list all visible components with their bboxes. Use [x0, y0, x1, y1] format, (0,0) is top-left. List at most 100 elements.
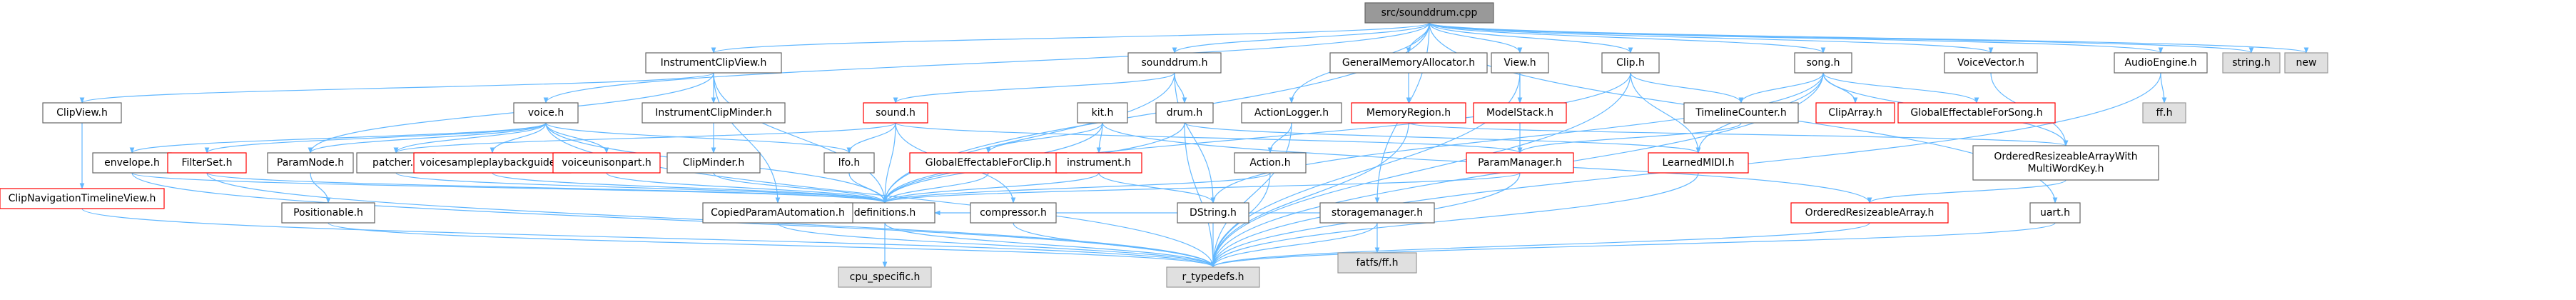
node-voicevector-h[interactable]: VoiceVector.h: [1944, 52, 2038, 74]
node-box: [1055, 152, 1142, 174]
node-box: [413, 152, 572, 174]
node-clipview-h[interactable]: ClipView.h: [42, 102, 122, 124]
node-memoryregion-h[interactable]: MemoryRegion.h: [1351, 102, 1466, 124]
node-globaleffectableforsong-h[interactable]: GlobalEffectableForSong.h: [1897, 102, 2056, 124]
node-label: voice.h: [528, 107, 564, 119]
node-compressor-h[interactable]: compressor.h: [970, 202, 1057, 224]
node-instrumentclipminder-h[interactable]: InstrumentClipMinder.h: [642, 102, 786, 124]
node-gefxclip-h[interactable]: GlobalEffectableForClip.h: [909, 152, 1068, 174]
node-ff-h[interactable]: ff.h: [2142, 102, 2186, 124]
node-box: [0, 188, 165, 209]
node-copiedparam-h[interactable]: CopiedParamAutomation.h: [702, 202, 853, 224]
node-label: fatfs/ff.h: [1357, 257, 1399, 269]
node-uart-h[interactable]: uart.h: [2029, 202, 2081, 224]
node-dstring-h[interactable]: DString.h: [1177, 202, 1249, 224]
edge-clip_h-to-learnedmidi_h: [1630, 72, 1701, 154]
edge-voiceunisonpart_h-to-definitions_h: [606, 172, 888, 204]
node-view-h[interactable]: View.h: [1491, 52, 1549, 74]
node-label: Positionable.h: [293, 207, 363, 219]
node-audioengine-h[interactable]: AudioEngine.h: [2114, 52, 2208, 74]
edge-filterset_h-to-definitions_h: [206, 172, 888, 204]
node-action-h[interactable]: Action.h: [1234, 152, 1307, 174]
node-paramnode-h[interactable]: ParamNode.h: [267, 152, 354, 174]
edge-gefxclip_h-to-definitions_h: [882, 172, 989, 204]
edge-drum_h-to-learnedmidi_h: [1184, 122, 1701, 154]
node-clipminder-h[interactable]: ClipMinder.h: [666, 152, 761, 174]
edge-voice_h-to-filterset_h: [204, 122, 547, 154]
edge-memoryregion_h-to-r_typedefs_h: [1210, 122, 1409, 268]
node-box: [1790, 202, 1949, 224]
node-kit-h[interactable]: kit.h: [1077, 102, 1128, 124]
edge-instrumentclipview_h-to-copiedparam_h: [713, 72, 781, 204]
node-box: [1127, 52, 1222, 74]
node-label: ModelStack.h: [1486, 107, 1553, 119]
edge-audioengine_h-to-ff_h: [2160, 72, 2167, 104]
edge-voice_h-to-patcher_h: [393, 122, 547, 154]
node-string-h[interactable]: string.h: [2222, 52, 2281, 74]
node-box: [863, 102, 928, 124]
node-box: [1466, 152, 1574, 174]
node-sounddrum-cpp[interactable]: src/sounddrum.cpp: [1364, 2, 1494, 24]
node-voice-h[interactable]: voice.h: [513, 102, 579, 124]
edge-voice_h-to-voicesampleplayback_h: [490, 122, 547, 154]
node-clipnavtimelineview-h[interactable]: ClipNavigationTimelineView.h: [0, 188, 165, 209]
node-instrumentclipview-h[interactable]: InstrumentClipView.h: [645, 52, 782, 74]
node-lfo-h[interactable]: lfo.h: [823, 152, 875, 174]
edge-sounddrum_cpp-to-instrumentclipview_h: [711, 22, 1430, 54]
edge-song_h-to-timelinecounter_h: [1738, 72, 1824, 104]
node-filterset-h[interactable]: FilterSet.h: [167, 152, 247, 174]
node-label: ClipNavigationTimelineView.h: [9, 193, 156, 204]
node-label: envelope.h: [104, 157, 160, 169]
edge-sound_h-to-definitions_h: [882, 122, 896, 204]
node-box: [909, 152, 1068, 174]
edge-instrumentclipview_h-to-clipview_h: [79, 72, 714, 104]
node-song-h[interactable]: song.h: [1794, 52, 1852, 74]
edge-sounddrum_h-to-drum_h: [1174, 72, 1187, 104]
node-label: MemoryRegion.h: [1366, 107, 1451, 119]
node-label: ClipArray.h: [1828, 107, 1882, 119]
edge-sounddrum_cpp-to-view_h: [1429, 22, 1523, 54]
node-fatfs-ff-h[interactable]: fatfs/ff.h: [1337, 252, 1417, 274]
node-sounddrum-h[interactable]: sounddrum.h: [1127, 52, 1222, 74]
node-box: [2222, 52, 2281, 74]
edge-ora_h-to-r_typedefs_h: [1210, 222, 1870, 268]
edge-sounddrum_cpp-to-clip_h: [1429, 22, 1633, 54]
node-ora-h[interactable]: OrderedResizeableArray.h: [1790, 202, 1949, 224]
node-new[interactable]: new: [2284, 52, 2328, 74]
node-cliparray-h[interactable]: ClipArray.h: [1815, 102, 1895, 124]
node-sound-h[interactable]: sound.h: [863, 102, 928, 124]
edge-memoryregion_h-to-oramwk_h: [1408, 122, 2068, 146]
node-label: InstrumentClipView.h: [661, 57, 767, 69]
node-gma-h[interactable]: GeneralMemoryAllocator.h: [1329, 52, 1488, 74]
edge-instrument_h-to-dstring_h: [1098, 172, 1216, 204]
node-box: [702, 202, 853, 224]
node-instrument-h[interactable]: instrument.h: [1055, 152, 1142, 174]
node-learnedmidi-h[interactable]: LearnedMIDI.h: [1648, 152, 1749, 174]
edge-clip_h-to-r_typedefs_h: [1210, 72, 1631, 268]
node-positionable-h[interactable]: Positionable.h: [281, 202, 375, 224]
node-box: [2142, 102, 2186, 124]
node-envelope-h[interactable]: envelope.h: [92, 152, 172, 174]
edge-storagemanager_h-to-r_typedefs_h: [1210, 222, 1378, 268]
node-label: CopiedParamAutomation.h: [711, 207, 845, 219]
node-drum-h[interactable]: drum.h: [1155, 102, 1214, 124]
node-label: ff.h: [2156, 107, 2173, 119]
node-r-typedefs-h[interactable]: r_typedefs.h: [1166, 266, 1260, 288]
node-voiceunisonpart-h[interactable]: voiceunisonpart.h: [552, 152, 661, 174]
node-timelinecounter-h[interactable]: TimelineCounter.h: [1683, 102, 1799, 124]
node-parammanager-h[interactable]: ParamManager.h: [1466, 152, 1574, 174]
edge-voice_h-to-voiceunisonpart_h: [545, 122, 609, 154]
node-cpu-specific-h[interactable]: cpu_specific.h: [838, 266, 932, 288]
edge-sounddrum_cpp-to-voicevector_h: [1429, 22, 1994, 54]
node-clip-h[interactable]: Clip.h: [1601, 52, 1660, 74]
node-storagemanager-h[interactable]: storagemanager.h: [1319, 202, 1435, 224]
edge-sounddrum_cpp-to-new: [1429, 22, 2308, 54]
node-actionlogger-h[interactable]: ActionLogger.h: [1241, 102, 1342, 124]
node-box: [513, 102, 579, 124]
node-voicesampleplayback-h[interactable]: voicesampleplaybackguide.h: [413, 152, 572, 174]
edge-patcher_h-to-definitions_h: [395, 172, 888, 204]
node-modelstack-h[interactable]: ModelStack.h: [1473, 102, 1567, 124]
node-box: [2284, 52, 2328, 74]
node-label: lfo.h: [838, 157, 860, 169]
